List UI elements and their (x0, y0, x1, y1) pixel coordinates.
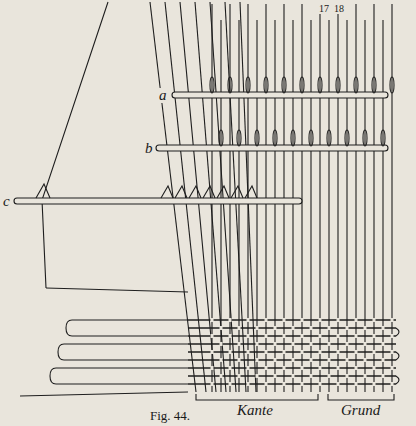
hook (175, 186, 187, 198)
heddle-eye (345, 130, 349, 146)
heddle-eye (264, 77, 268, 93)
shaft-rod (156, 145, 388, 151)
heddle-eye (255, 130, 259, 146)
hook (245, 186, 257, 198)
weft-thread (188, 319, 396, 320)
heddle-eye (210, 77, 214, 93)
hook (217, 186, 229, 198)
edge-thread (195, 2, 226, 392)
heddle-eye (381, 130, 385, 146)
hook (36, 184, 50, 198)
heddle-eye (291, 130, 295, 146)
weft-loop (66, 320, 188, 336)
heddle-eye (336, 77, 340, 93)
part-letter: a (158, 88, 168, 103)
heddle-eye (246, 77, 250, 93)
bracket (196, 394, 318, 400)
hook (189, 186, 201, 198)
region-label: Grund (340, 403, 381, 418)
region-label: Kante (236, 403, 274, 418)
heddle-eye (300, 77, 304, 93)
heddle-eye (219, 130, 223, 146)
warp-thread (319, 4, 320, 392)
heddle-eye (309, 130, 313, 146)
callout-number: 18 (333, 4, 345, 14)
hook (231, 186, 243, 198)
shaft-rod (14, 198, 302, 204)
heddle-eye (237, 130, 241, 146)
heddle-eye (390, 77, 394, 93)
hook (161, 186, 173, 198)
weft-thread (188, 367, 396, 368)
weft-thread (188, 335, 396, 336)
figure-caption: Fig. 44. (150, 409, 190, 422)
heddle-eye (354, 77, 358, 93)
heddle-eye (318, 77, 322, 93)
callout-number: 17 (318, 4, 330, 14)
weft-thread (188, 383, 396, 384)
hook (203, 186, 215, 198)
part-letter: c (2, 194, 11, 209)
heddle-eye (228, 77, 232, 93)
warp-thread (391, 4, 392, 392)
heddle-eye (372, 77, 376, 93)
weft-loop (50, 368, 188, 384)
warp-thread (355, 4, 356, 392)
weft-thread (188, 351, 396, 352)
guide-thread (42, 2, 108, 288)
warp-thread (301, 4, 302, 392)
part-letter: b (144, 141, 154, 156)
warp-thread (337, 4, 338, 392)
weft-loop (58, 344, 188, 360)
heddle-eye (327, 130, 331, 146)
warp-thread (373, 4, 374, 392)
heddle-eye (273, 130, 277, 146)
heddle-eye (363, 130, 367, 146)
heddle-eye (282, 77, 286, 93)
bracket (328, 394, 394, 400)
